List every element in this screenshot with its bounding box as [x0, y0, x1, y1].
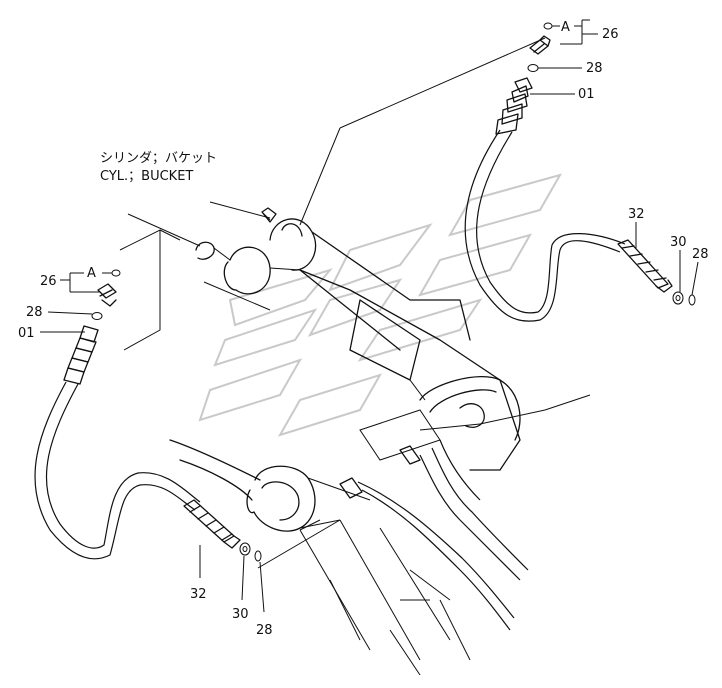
callout-group-left: A 26 28 01	[18, 266, 121, 341]
arm-structure	[119, 37, 591, 676]
hose-upper	[464, 77, 673, 322]
label-30-right: 30	[670, 235, 687, 250]
part-30-right-washer	[672, 291, 684, 305]
part-28-top-ring	[527, 64, 539, 72]
label-01-left: 01	[18, 326, 35, 341]
part-30-bottom-washer	[239, 542, 251, 556]
label-01-top: 01	[578, 87, 595, 102]
label-26-top: 26	[602, 27, 619, 42]
title-english: CYL.；BUCKET	[100, 169, 193, 184]
label-a-top: A	[561, 20, 570, 35]
part-26-top-circle	[543, 22, 553, 30]
fitting-26-left	[97, 283, 117, 307]
label-a-left: A	[87, 266, 96, 281]
part-26-left-circle	[111, 269, 121, 277]
label-28-left: 28	[26, 305, 43, 320]
label-30-bottom: 30	[232, 607, 249, 622]
label-26-left: 26	[40, 274, 57, 289]
callout-group-top: A 26 28 01	[527, 19, 619, 102]
fitting-26-top	[529, 35, 551, 55]
callout-group-right: 32 30 28	[628, 207, 709, 306]
label-28-right: 28	[692, 247, 709, 262]
callout-group-bottom: 32 30 28	[190, 542, 273, 638]
watermark-logo	[198, 173, 563, 437]
label-28-bottom: 28	[256, 623, 273, 638]
label-32-right: 32	[628, 207, 645, 222]
part-28-bottom-ring	[254, 550, 262, 562]
part-28-right-ring	[688, 294, 696, 306]
hose-lower-left	[34, 325, 241, 560]
part-28-left-ring	[91, 312, 103, 320]
title-japanese: シリンダ；バケット	[100, 151, 217, 166]
label-32-bottom: 32	[190, 587, 207, 602]
label-28-top: 28	[586, 61, 603, 76]
